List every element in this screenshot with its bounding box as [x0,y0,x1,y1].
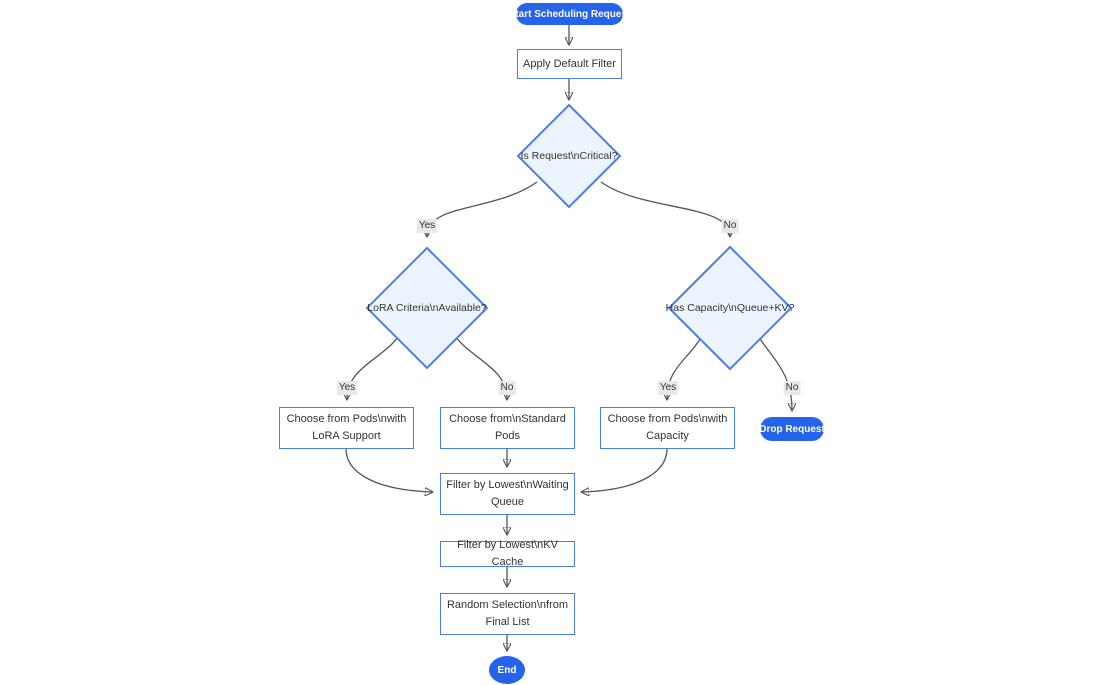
node-filter-waiting-queue-line1: Filter by Lowest\nWaiting [446,479,569,491]
decision-lora-available-label: LoRA Criteria\nAvailable? [367,302,487,314]
node-choose-standard-pods: Choose from\nStandard Pods [440,407,575,449]
node-apply-default-filter: Apply Default Filter [517,49,622,79]
edge-label-lora-yes: Yes [336,381,358,395]
edge-label-critical-no: No [721,219,739,233]
decision-has-capacity-label: Has Capacity\nQueue+KV? [665,302,795,314]
decision-is-critical-shape [516,103,622,209]
node-filter-waiting-queue: Filter by Lowest\nWaiting Queue [440,473,575,515]
node-drop-request: Drop Request [759,417,825,441]
node-choose-capacity-pods-line1: Choose from Pods\nwith [607,413,728,425]
decision-lora-available-shape [365,246,489,370]
edge-label-capacity-no: No [783,381,801,395]
edge-capacitypods-to-waitingqueue [582,448,668,492]
node-start: Start Scheduling Request [509,3,630,25]
node-random-selection-line2: Final List [485,616,530,628]
node-random-selection-line1: Random Selection\nfrom [446,599,569,611]
edge-label-lora-no: No [498,381,516,395]
node-choose-standard-pods-line2: Pods [494,430,521,442]
node-choose-lora-pods-line2: LoRA Support [312,430,381,442]
edge-label-critical-yes: Yes [416,219,438,233]
node-filter-waiting-queue-line2: Queue [490,496,525,508]
decision-has-capacity-shape [667,245,793,371]
node-choose-capacity-pods: Choose from Pods\nwith Capacity [600,407,735,449]
decision-is-critical-label: Is Request\nCritical? [520,150,618,162]
node-choose-standard-pods-line1: Choose from\nStandard [449,413,566,425]
edge-lorapods-to-waitingqueue [345,448,432,492]
node-end: End [489,656,525,684]
edge-label-capacity-yes: Yes [657,381,679,395]
node-choose-capacity-pods-line2: Capacity [646,430,689,442]
node-choose-lora-pods: Choose from Pods\nwith LoRA Support [279,407,414,449]
edge-capacity-no-to-drop [757,335,792,410]
node-filter-kv-cache: Filter by Lowest\nKV Cache [440,539,575,568]
node-choose-lora-pods-line1: Choose from Pods\nwith [286,413,407,425]
node-random-selection: Random Selection\nfrom Final List [440,593,575,635]
